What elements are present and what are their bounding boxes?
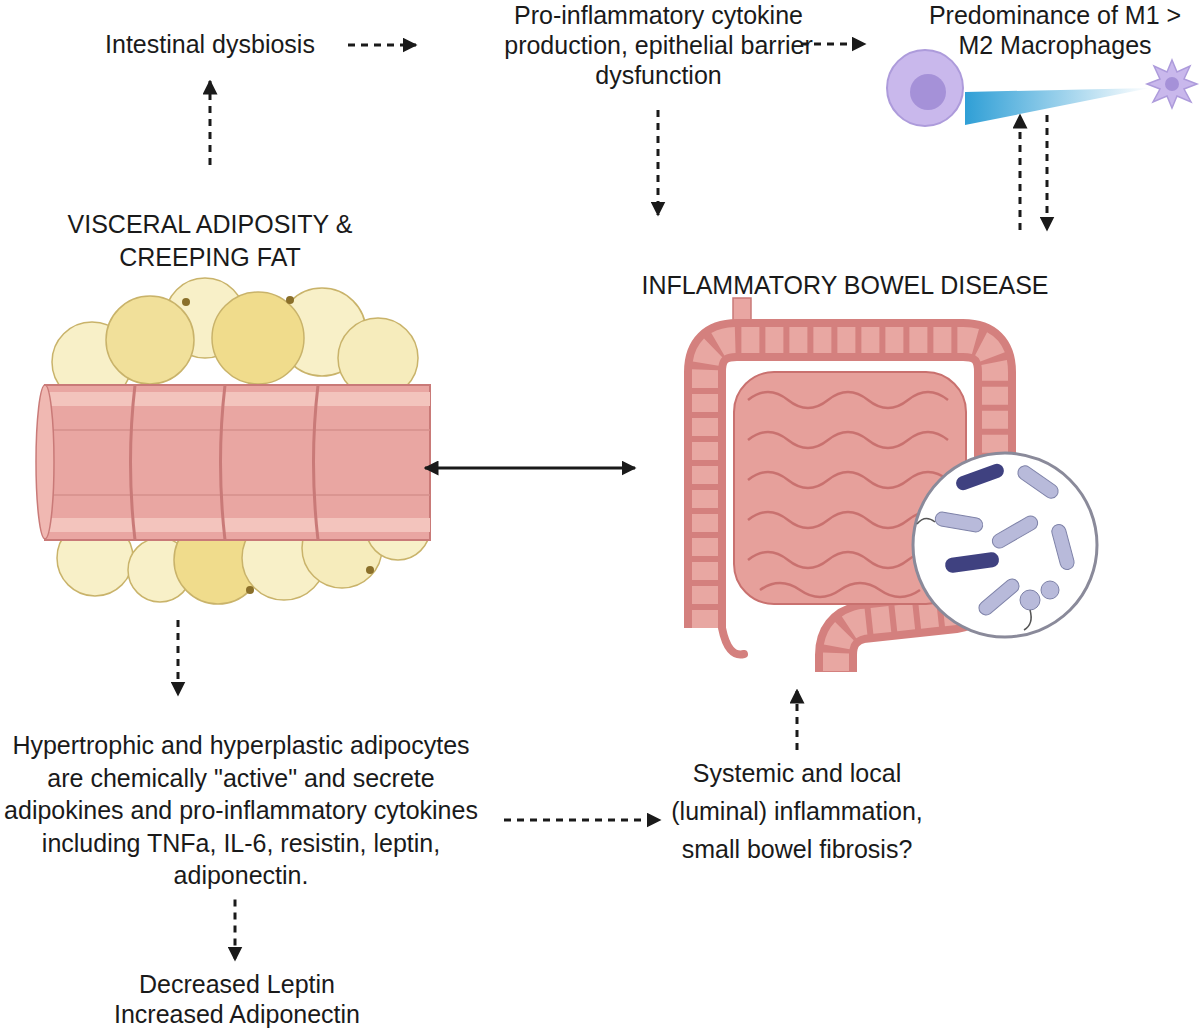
bowel-stripe	[45, 392, 430, 406]
intestine-loop	[748, 512, 948, 528]
m1-macrophage	[887, 50, 963, 126]
cell-nucleus	[366, 566, 374, 574]
text-node: VISCERAL ADIPOSITY & CREEPING FAT	[20, 208, 430, 600]
text-node: Hypertrophic and hyperplastic adipocytes…	[0, 729, 482, 892]
fat-cell	[242, 516, 326, 600]
bacterium	[990, 513, 1040, 550]
flagellum	[1024, 610, 1031, 630]
bowel-fold	[45, 494, 430, 496]
fat-cell	[212, 292, 304, 384]
dashed-arrow	[657, 110, 660, 215]
text-node: Predominance of M1 > M2 Macrophages	[910, 0, 1200, 60]
node-text: Predominance of M1 > M2 Macrophages	[910, 0, 1200, 60]
fat-cell	[106, 296, 194, 384]
coccus	[1041, 581, 1059, 599]
macrophage-nucleus	[910, 74, 946, 110]
node-text: Intestinal dysbiosis	[80, 29, 340, 59]
node-text: Systemic and local (luminal) inflammatio…	[657, 754, 937, 868]
double-arrow	[425, 467, 635, 470]
bacterium	[934, 511, 984, 533]
colon	[705, 340, 995, 672]
text-node: INFLAMMATORY BOWEL DISEASE	[610, 268, 1100, 690]
fat-cell	[165, 278, 245, 358]
node-text: VISCERAL ADIPOSITY & CREEPING FAT	[20, 208, 400, 274]
fat-cell	[366, 496, 430, 560]
fat-cell	[57, 520, 133, 596]
bowel-end	[36, 385, 54, 539]
haustra-line	[131, 385, 136, 540]
cell-nucleus	[286, 296, 294, 304]
bacteria-inset	[913, 453, 1097, 637]
intestine-loop	[748, 432, 948, 448]
fat-cell	[278, 288, 366, 376]
bowel-segment	[45, 385, 430, 540]
haustra-line	[314, 385, 319, 540]
text-node: Pro-inflammatory cytokine production, ep…	[466, 0, 851, 90]
dashed-arrow	[796, 690, 799, 750]
text-node: Intestinal dysbiosis	[80, 29, 340, 59]
fat-cell	[302, 508, 382, 588]
dashed-arrow	[234, 900, 237, 961]
fat-cell	[128, 538, 192, 602]
node-text: Pro-inflammatory cytokine production, ep…	[466, 0, 851, 90]
intestine-loop	[748, 472, 948, 488]
gradient-wedge	[965, 88, 1150, 125]
cell-nucleus	[182, 298, 190, 306]
flagellum	[917, 518, 935, 524]
bacterium	[1015, 463, 1061, 501]
dashed-arrow	[504, 819, 660, 822]
dashed-arrow	[801, 43, 865, 46]
bacterium	[976, 576, 1022, 618]
intestine-loop	[760, 583, 920, 597]
bacterium	[1050, 523, 1075, 571]
haustra-line	[221, 385, 226, 540]
fat-cell	[52, 322, 132, 402]
node-text: INFLAMMATORY BOWEL DISEASE	[610, 268, 1080, 302]
small-intestine	[734, 372, 966, 604]
bacterium	[944, 551, 1000, 573]
dashed-arrow	[348, 44, 416, 47]
bowel-fold	[45, 429, 430, 431]
text-node: Systemic and local (luminal) inflammatio…	[657, 754, 937, 868]
appendix	[722, 628, 744, 654]
macrophage-nucleus	[1165, 77, 1179, 91]
intestine-loop	[748, 392, 948, 408]
bacterium	[954, 462, 1006, 492]
colon-haustra	[705, 340, 995, 672]
duodenum	[733, 298, 751, 348]
node-text: Hypertrophic and hyperplastic adipocytes…	[0, 729, 482, 892]
dashed-arrow	[1019, 115, 1022, 230]
node-text: Decreased Leptin Increased Adiponectin	[102, 969, 372, 1029]
text-node: Decreased Leptin Increased Adiponectin	[102, 969, 372, 1029]
dashed-arrow	[1046, 115, 1049, 230]
fat-cell	[338, 318, 418, 398]
dashed-arrow	[209, 81, 212, 165]
fat-cell	[174, 516, 262, 604]
bowel-stripe	[45, 518, 430, 532]
dashed-arrow	[177, 620, 180, 695]
coccus	[1020, 590, 1040, 610]
cell-nucleus	[246, 586, 254, 594]
intestine-loop	[748, 552, 948, 568]
m2-macrophage	[1147, 60, 1197, 108]
